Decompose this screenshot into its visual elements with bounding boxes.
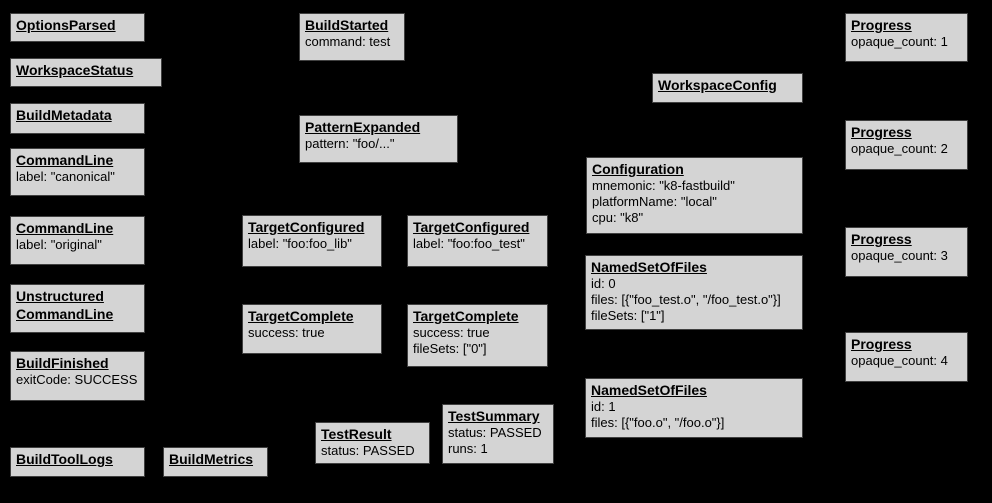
- node-field: label: "foo:foo_lib": [248, 236, 352, 251]
- node-command-line-canonical: CommandLine label: "canonical": [10, 148, 145, 196]
- node-build-tool-logs: BuildToolLogs: [10, 447, 145, 477]
- node-field: success: true: [413, 325, 490, 340]
- node-build-finished: BuildFinished exitCode: SUCCESS: [10, 351, 145, 401]
- node-title-link[interactable]: Progress: [851, 336, 912, 352]
- node-field: status: PASSED: [321, 443, 415, 458]
- node-title-link[interactable]: TargetConfigured: [413, 219, 530, 235]
- node-field: files: [{"foo.o", "/foo.o"}]: [591, 415, 725, 430]
- node-field: fileSets: ["1"]: [591, 308, 665, 323]
- node-field: fileSets: ["0"]: [413, 341, 487, 356]
- node-named-set-of-files-0: NamedSetOfFiles id: 0 files: [{"foo_test…: [585, 255, 803, 330]
- node-title-link[interactable]: BuildMetadata: [16, 107, 112, 123]
- node-field: cpu: "k8": [592, 210, 644, 225]
- node-target-complete-foo-test: TargetComplete success: true fileSets: […: [407, 304, 548, 367]
- node-build-started: BuildStarted command: test: [299, 13, 405, 61]
- node-title-link[interactable]: OptionsParsed: [16, 17, 116, 33]
- node-title-link[interactable]: PatternExpanded: [305, 119, 421, 135]
- node-workspace-status: WorkspaceStatus: [10, 58, 162, 87]
- node-field: files: [{"foo_test.o", "/foo_test.o"}]: [591, 292, 781, 307]
- node-field: opaque_count: 2: [851, 141, 948, 156]
- node-field: id: 1: [591, 399, 616, 414]
- node-command-line-original: CommandLine label: "original": [10, 216, 145, 265]
- node-target-complete-foo-lib: TargetComplete success: true: [242, 304, 382, 354]
- node-title-link[interactable]: Unstructured CommandLine: [16, 288, 114, 322]
- node-title-link[interactable]: Progress: [851, 17, 912, 33]
- node-title-link[interactable]: Progress: [851, 124, 912, 140]
- node-configuration: Configuration mnemonic: "k8-fastbuild" p…: [586, 157, 803, 234]
- node-test-summary: TestSummary status: PASSED runs: 1: [442, 404, 554, 464]
- node-field: opaque_count: 3: [851, 248, 948, 263]
- node-field: label: "canonical": [16, 169, 115, 184]
- node-build-metrics: BuildMetrics: [163, 447, 268, 477]
- node-pattern-expanded: PatternExpanded pattern: "foo/...": [299, 115, 458, 163]
- node-progress-1: Progress opaque_count: 1: [845, 13, 968, 62]
- node-title-link[interactable]: Progress: [851, 231, 912, 247]
- node-progress-4: Progress opaque_count: 4: [845, 332, 968, 382]
- node-workspace-config: WorkspaceConfig: [652, 73, 803, 103]
- node-field: id: 0: [591, 276, 616, 291]
- node-test-result: TestResult status: PASSED: [315, 422, 430, 464]
- node-field: label: "original": [16, 237, 102, 252]
- node-title-link[interactable]: CommandLine: [16, 152, 114, 168]
- node-options-parsed: OptionsParsed: [10, 13, 145, 42]
- node-title-link[interactable]: BuildToolLogs: [16, 451, 113, 467]
- node-field: opaque_count: 1: [851, 34, 948, 49]
- node-target-configured-foo-lib: TargetConfigured label: "foo:foo_lib": [242, 215, 382, 267]
- node-named-set-of-files-1: NamedSetOfFiles id: 1 files: [{"foo.o", …: [585, 378, 803, 438]
- node-field: label: "foo:foo_test": [413, 236, 525, 251]
- node-progress-2: Progress opaque_count: 2: [845, 120, 968, 170]
- node-field: status: PASSED: [448, 425, 542, 440]
- node-title-link[interactable]: TestSummary: [448, 408, 540, 424]
- node-title-link[interactable]: BuildMetrics: [169, 451, 254, 467]
- node-field: opaque_count: 4: [851, 353, 948, 368]
- node-title-link[interactable]: TargetComplete: [413, 308, 519, 324]
- node-field: runs: 1: [448, 441, 488, 456]
- node-build-metadata: BuildMetadata: [10, 103, 145, 134]
- node-target-configured-foo-test: TargetConfigured label: "foo:foo_test": [407, 215, 548, 267]
- node-field: command: test: [305, 34, 391, 49]
- node-unstructured-command-line: Unstructured CommandLine: [10, 284, 145, 333]
- node-field: exitCode: SUCCESS: [16, 372, 138, 387]
- node-title-link[interactable]: NamedSetOfFiles: [591, 382, 707, 398]
- node-field: success: true: [248, 325, 325, 340]
- node-title-link[interactable]: BuildStarted: [305, 17, 389, 33]
- node-title-link[interactable]: WorkspaceConfig: [658, 77, 777, 93]
- node-progress-3: Progress opaque_count: 3: [845, 227, 968, 277]
- node-field: mnemonic: "k8-fastbuild": [592, 178, 735, 193]
- node-title-link[interactable]: CommandLine: [16, 220, 114, 236]
- node-title-link[interactable]: TargetComplete: [248, 308, 354, 324]
- node-title-link[interactable]: BuildFinished: [16, 355, 109, 371]
- node-field: platformName: "local": [592, 194, 717, 209]
- node-field: pattern: "foo/...": [305, 136, 395, 151]
- node-title-link[interactable]: TargetConfigured: [248, 219, 365, 235]
- node-title-link[interactable]: Configuration: [592, 161, 684, 177]
- node-title-link[interactable]: TestResult: [321, 426, 392, 442]
- node-title-link[interactable]: WorkspaceStatus: [16, 62, 134, 78]
- node-title-link[interactable]: NamedSetOfFiles: [591, 259, 707, 275]
